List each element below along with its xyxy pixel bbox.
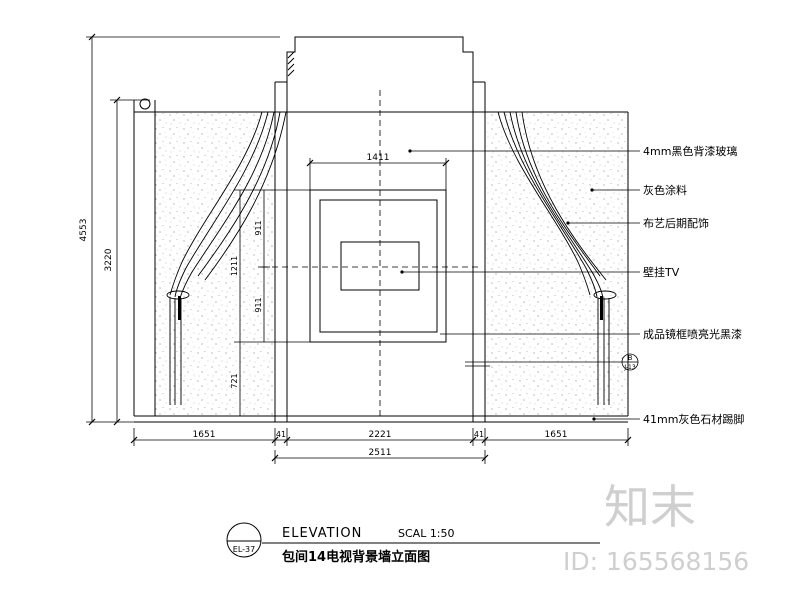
dim-v1: 911 [254,220,263,235]
label-tv: 壁挂TV [643,265,680,279]
dim-v2: 1211 [230,256,239,276]
title-code: EL-37 [233,545,255,554]
label-curtain: 布艺后期配饰 [643,216,709,230]
label-frame: 成品镜框喷亮光黑漆 [643,327,742,341]
title-scale: SCAL 1:50 [398,527,455,540]
dim-v3: 911 [254,297,263,312]
right-curtain [497,111,617,405]
title-chinese: 包间14电视背景墙立面图 [282,549,430,565]
label-skirting: 41mm灰色石材踢脚 [643,412,744,426]
mirror-frame-inner [319,199,438,333]
left-curtain [166,111,287,405]
dim-top-width: 1411 [367,153,390,163]
ring-symbol [139,98,151,110]
dim-gap-right: 41 [474,430,484,439]
dim-side-left: 1651 [193,430,216,440]
dim-gap-left: 41 [276,430,286,439]
watermark-id: ID: 165568156 [563,547,749,576]
top-parapet [275,36,485,83]
dim-side-height: 3220 [104,248,114,271]
title-elevation: ELEVATION [282,526,362,541]
dim-overall-width: 2511 [369,448,392,458]
left-wall-panel [155,112,275,416]
mirror-frame-outer [309,189,447,343]
watermark-logo: 知末 [604,480,696,534]
section-mark-top: B [628,354,633,362]
left-curtain-tieback [178,296,181,320]
dim-side-right: 1651 [545,430,568,440]
dim-v4: 721 [230,373,239,388]
title-symbol [226,522,262,558]
dim-total-height: 4553 [79,219,89,242]
label-paint: 灰色涂料 [643,183,687,197]
dim-center: 2221 [369,430,392,440]
right-wall-panel [485,112,628,416]
section-mark-bottom: J-13 [623,364,636,371]
right-curtain-tieback [600,296,603,320]
label-glass: 4mm黑色背漆玻璃 [643,144,737,158]
